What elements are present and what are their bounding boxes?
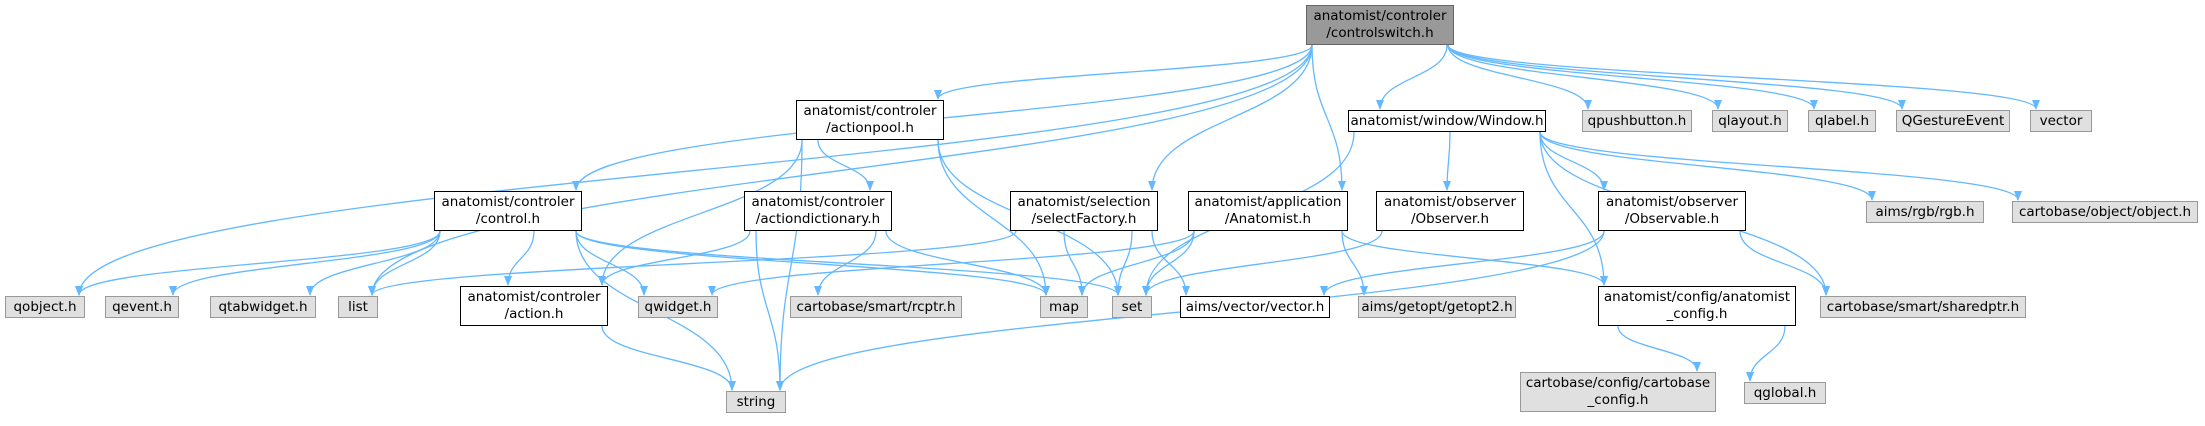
edge-root-to-qobject [75, 44, 1313, 296]
edge-observer-to-set [1142, 230, 1383, 296]
edge-anatomist-to-map [1078, 230, 1195, 296]
edge-root-to-qgesture [1447, 44, 1906, 110]
edge-actiondict-to-string [755, 230, 784, 391]
edge-anatomist-to-config [1341, 230, 1608, 286]
node-vector[interactable]: vector [2030, 110, 2092, 132]
edge-window-to-observable [1539, 131, 1608, 191]
edge-window-to-rgb [1539, 131, 1876, 201]
edge-window-to-object [1539, 131, 2022, 201]
node-set[interactable]: set [1112, 296, 1152, 318]
node-qgestureevent[interactable]: QGestureEvent [1896, 110, 2010, 132]
edge-selectfactory-to-map [1063, 230, 1086, 296]
node-controlswitch-h[interactable]: anatomist/controler /controlswitch.h [1306, 5, 1454, 45]
node-sharedptr-h[interactable]: cartobase/smart/sharedptr.h [1820, 296, 2026, 318]
edge-window-to-observer [1443, 131, 1452, 191]
node-control-h[interactable]: anatomist/controler /control.h [434, 191, 582, 231]
edge-control-to-qwidget [575, 230, 648, 296]
node-getopt2-h[interactable]: aims/getopt/getopt2.h [1358, 296, 1516, 318]
edge-root-to-qlayout [1447, 44, 1722, 110]
edge-control-to-qobject [75, 230, 441, 296]
edge-control-to-map [575, 230, 1050, 296]
edge-actionpool-to-map [937, 139, 1050, 296]
edge-root-to-vector [1447, 44, 2040, 110]
edge-actiondict-to-action [598, 230, 751, 286]
node-window-h[interactable]: anatomist/window/Window.h [1348, 110, 1546, 132]
node-object-h[interactable]: cartobase/object/object.h [2012, 201, 2198, 223]
edge-config-to-qglobal [1746, 325, 1786, 382]
edge-anatomist-to-getopt [1341, 230, 1368, 296]
edge-actiondict-to-rcptr [814, 230, 877, 296]
edge-actionpool-to-actiondict [817, 139, 874, 191]
edge-actionpool-to-action [598, 139, 803, 286]
edge-root-to-qlabel [1447, 44, 1818, 110]
edge-actiondict-to-map [885, 230, 1050, 296]
edge-actionpool-to-string [776, 139, 803, 391]
edge-control-to-qevent [169, 230, 441, 296]
node-string[interactable]: string [726, 391, 786, 413]
edge-selectfactory-to-aimsvector [1151, 230, 1190, 296]
edge-control-to-action [504, 230, 535, 286]
node-qpushbutton-h[interactable]: qpushbutton.h [1582, 110, 1692, 132]
node-actionpool-h[interactable]: anatomist/controler /actionpool.h [796, 100, 944, 140]
edge-selectfactory-to-list [368, 230, 1017, 296]
node-selectfactory-h[interactable]: anatomist/selection /selectFactory.h [1010, 191, 1158, 231]
node-actiondictionary-h[interactable]: anatomist/controler /actiondictionary.h [744, 191, 892, 231]
node-observable-h[interactable]: anatomist/observer /Observable.h [1598, 191, 1746, 231]
edge-window-to-config [1539, 131, 1608, 286]
node-rcptr-h[interactable]: cartobase/smart/rcptr.h [790, 296, 962, 318]
edge-root-to-control [572, 44, 1313, 191]
edge-root-to-list [368, 44, 1313, 296]
node-qglobal-h[interactable]: qglobal.h [1744, 382, 1826, 404]
node-observer-h[interactable]: anatomist/observer /Observer.h [1376, 191, 1524, 231]
edge-anatomist-to-qwidget [708, 230, 1195, 296]
edge-observable-to-sharedptr [1739, 230, 1830, 296]
node-qwidget-h[interactable]: qwidget.h [638, 296, 718, 318]
node-qobject-h[interactable]: qobject.h [5, 296, 85, 318]
node-rgb-h[interactable]: aims/rgb/rgb.h [1866, 201, 1984, 223]
edge-observable-to-aimsvector [1320, 230, 1605, 296]
node-qlayout-h[interactable]: qlayout.h [1712, 110, 1788, 132]
edge-control-to-list [368, 230, 441, 296]
node-anatomist-config-h[interactable]: anatomist/config/anatomist _config.h [1598, 286, 1796, 326]
node-qlabel-h[interactable]: qlabel.h [1808, 110, 1876, 132]
edge-root-to-actionpool [934, 44, 1313, 100]
edge-selectfactory-to-set [1114, 230, 1133, 296]
node-cartobase-config-h[interactable]: cartobase/config/cartobase _config.h [1520, 372, 1716, 412]
edge-root-to-anatomist [1311, 44, 1346, 191]
node-qevent-h[interactable]: qevent.h [105, 296, 179, 318]
node-qtabwidget-h[interactable]: qtabwidget.h [210, 296, 316, 318]
edge-root-to-selectfactory [1148, 44, 1313, 191]
edge-config-to-cartoconfig [1617, 325, 1701, 372]
edge-root-to-qpushbutton [1447, 44, 1592, 110]
edge-action-to-string [601, 325, 736, 391]
edge-root-to-window [1376, 44, 1448, 110]
node-anatomist-h[interactable]: anatomist/application /Anatomist.h [1188, 191, 1348, 231]
node-aims-vector-h[interactable]: aims/vector/vector.h [1180, 296, 1330, 318]
node-list[interactable]: list [338, 296, 378, 318]
edge-control-to-qtabwidget [306, 230, 441, 296]
node-action-h[interactable]: anatomist/controler /action.h [460, 286, 608, 326]
node-map[interactable]: map [1040, 296, 1088, 318]
